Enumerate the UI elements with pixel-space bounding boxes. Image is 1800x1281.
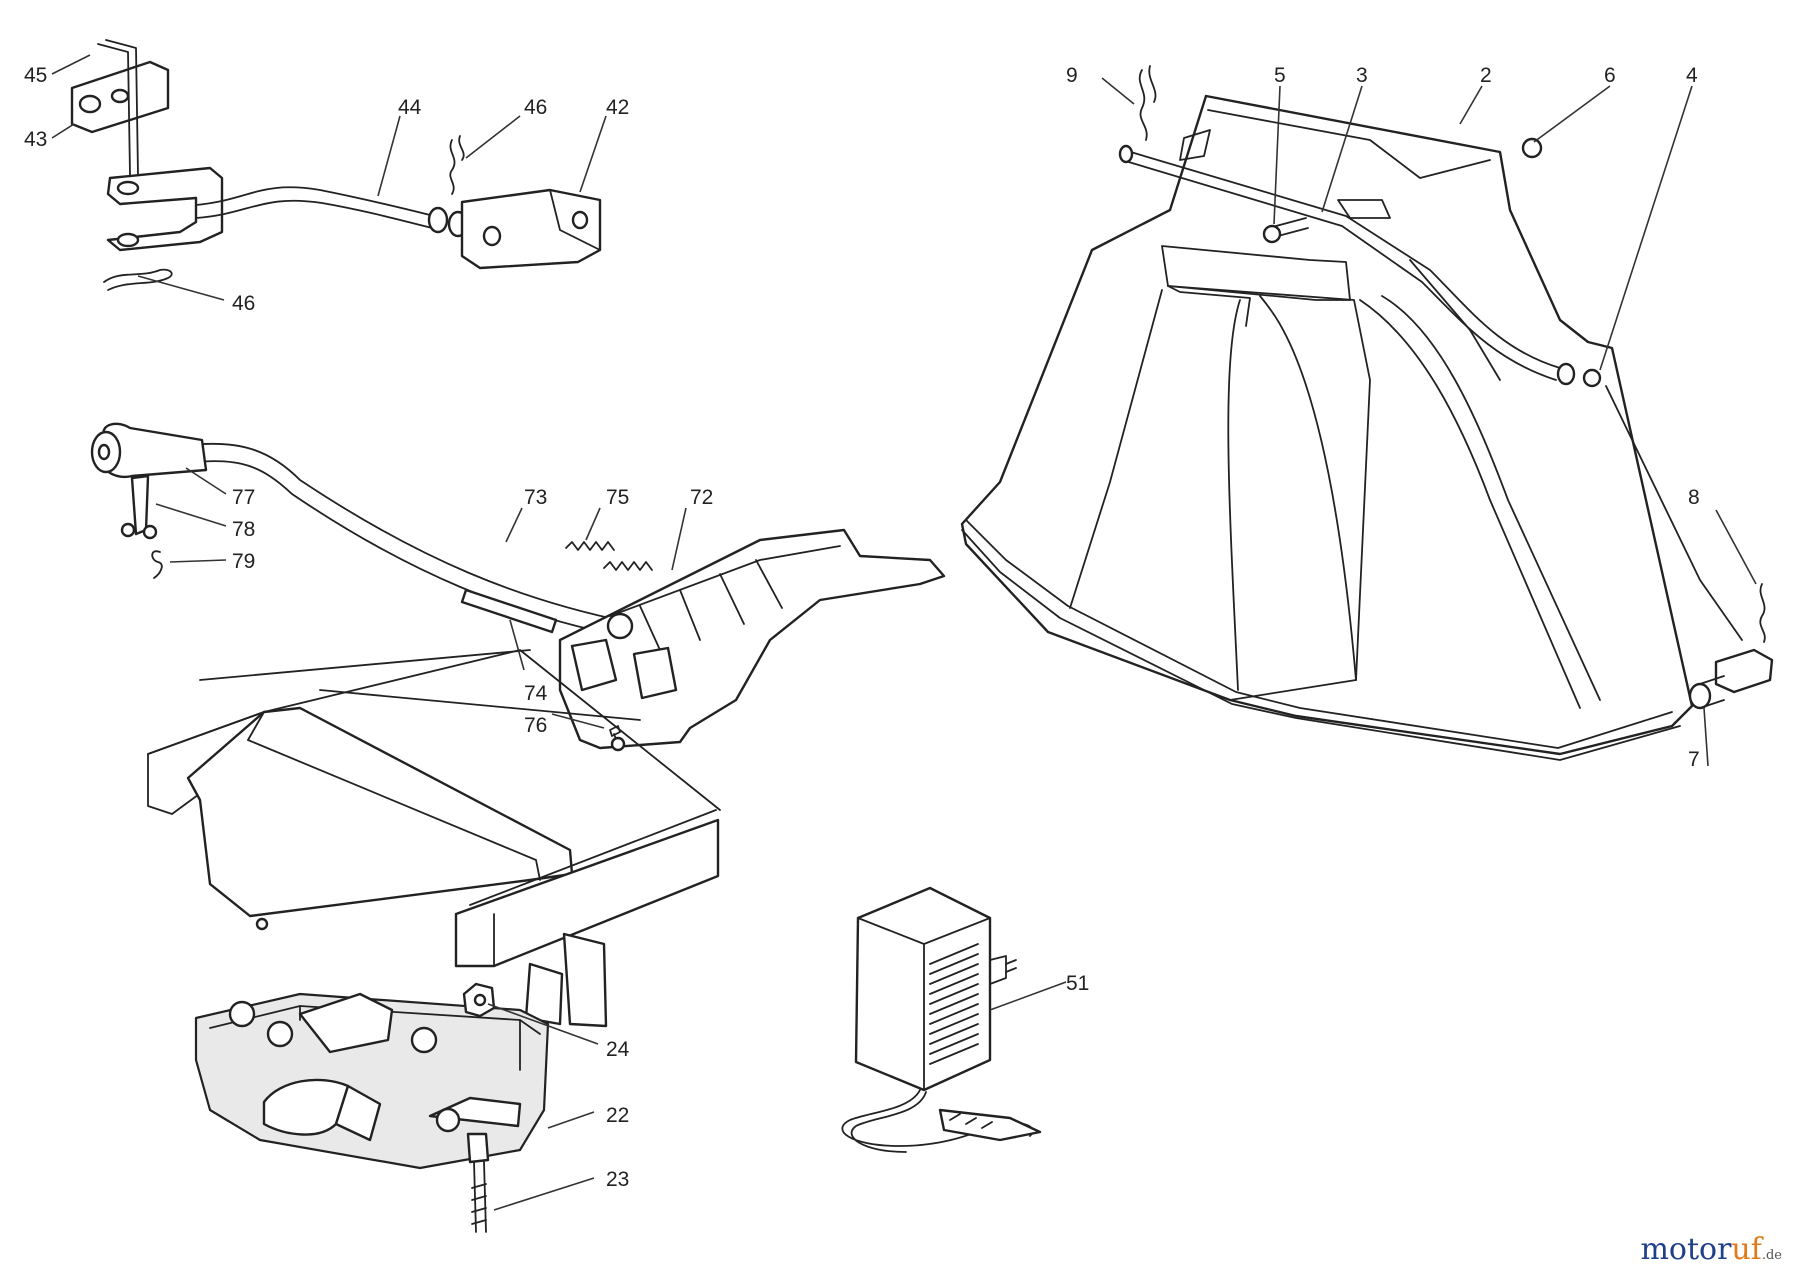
callout-24: 24 [606,1038,630,1061]
frame-weight-assembly [147,649,721,1233]
callout-43: 43 [24,128,47,151]
callout-2: 2 [1480,64,1492,87]
callout-74: 74 [524,682,548,705]
callout-45: 45 [24,64,47,87]
callout-3: 3 [1356,64,1368,87]
linkage-assembly [70,39,602,291]
callout-6: 6 [1604,64,1616,87]
callout-7: 7 [1688,748,1700,771]
callout-5: 5 [1274,64,1286,87]
callout-78: 78 [232,518,255,541]
watermark-accent: uf [1731,1232,1762,1267]
callout-23: 23 [606,1168,629,1191]
callout-44: 44 [398,96,422,119]
watermark-main: motor [1640,1232,1732,1267]
lever-pedal-assembly [90,422,946,752]
callout-51: 51 [1066,972,1089,995]
callout-9: 9 [1066,64,1078,87]
callout-73: 73 [524,486,547,509]
callout-76: 76 [524,714,547,737]
callout-77: 77 [232,486,255,509]
watermark-tld: .de [1761,1248,1782,1263]
callout-72: 72 [690,486,713,509]
battery-charger [841,886,1042,1153]
callout-79: 79 [232,550,255,573]
callout-labels: 45 43 44 46 42 46 77 78 79 73 75 72 74 7… [24,64,1700,1191]
callout-75: 75 [606,486,629,509]
callout-8: 8 [1688,486,1700,509]
callout-4: 4 [1686,64,1698,87]
leader-lines [51,54,1757,1211]
callout-46-lower: 46 [232,292,255,315]
callout-46-upper: 46 [524,96,547,119]
callout-22: 22 [606,1104,629,1127]
grass-catcher [960,65,1774,761]
callout-42: 42 [606,96,629,119]
watermark-logo: motoruf.de [1640,1232,1782,1267]
